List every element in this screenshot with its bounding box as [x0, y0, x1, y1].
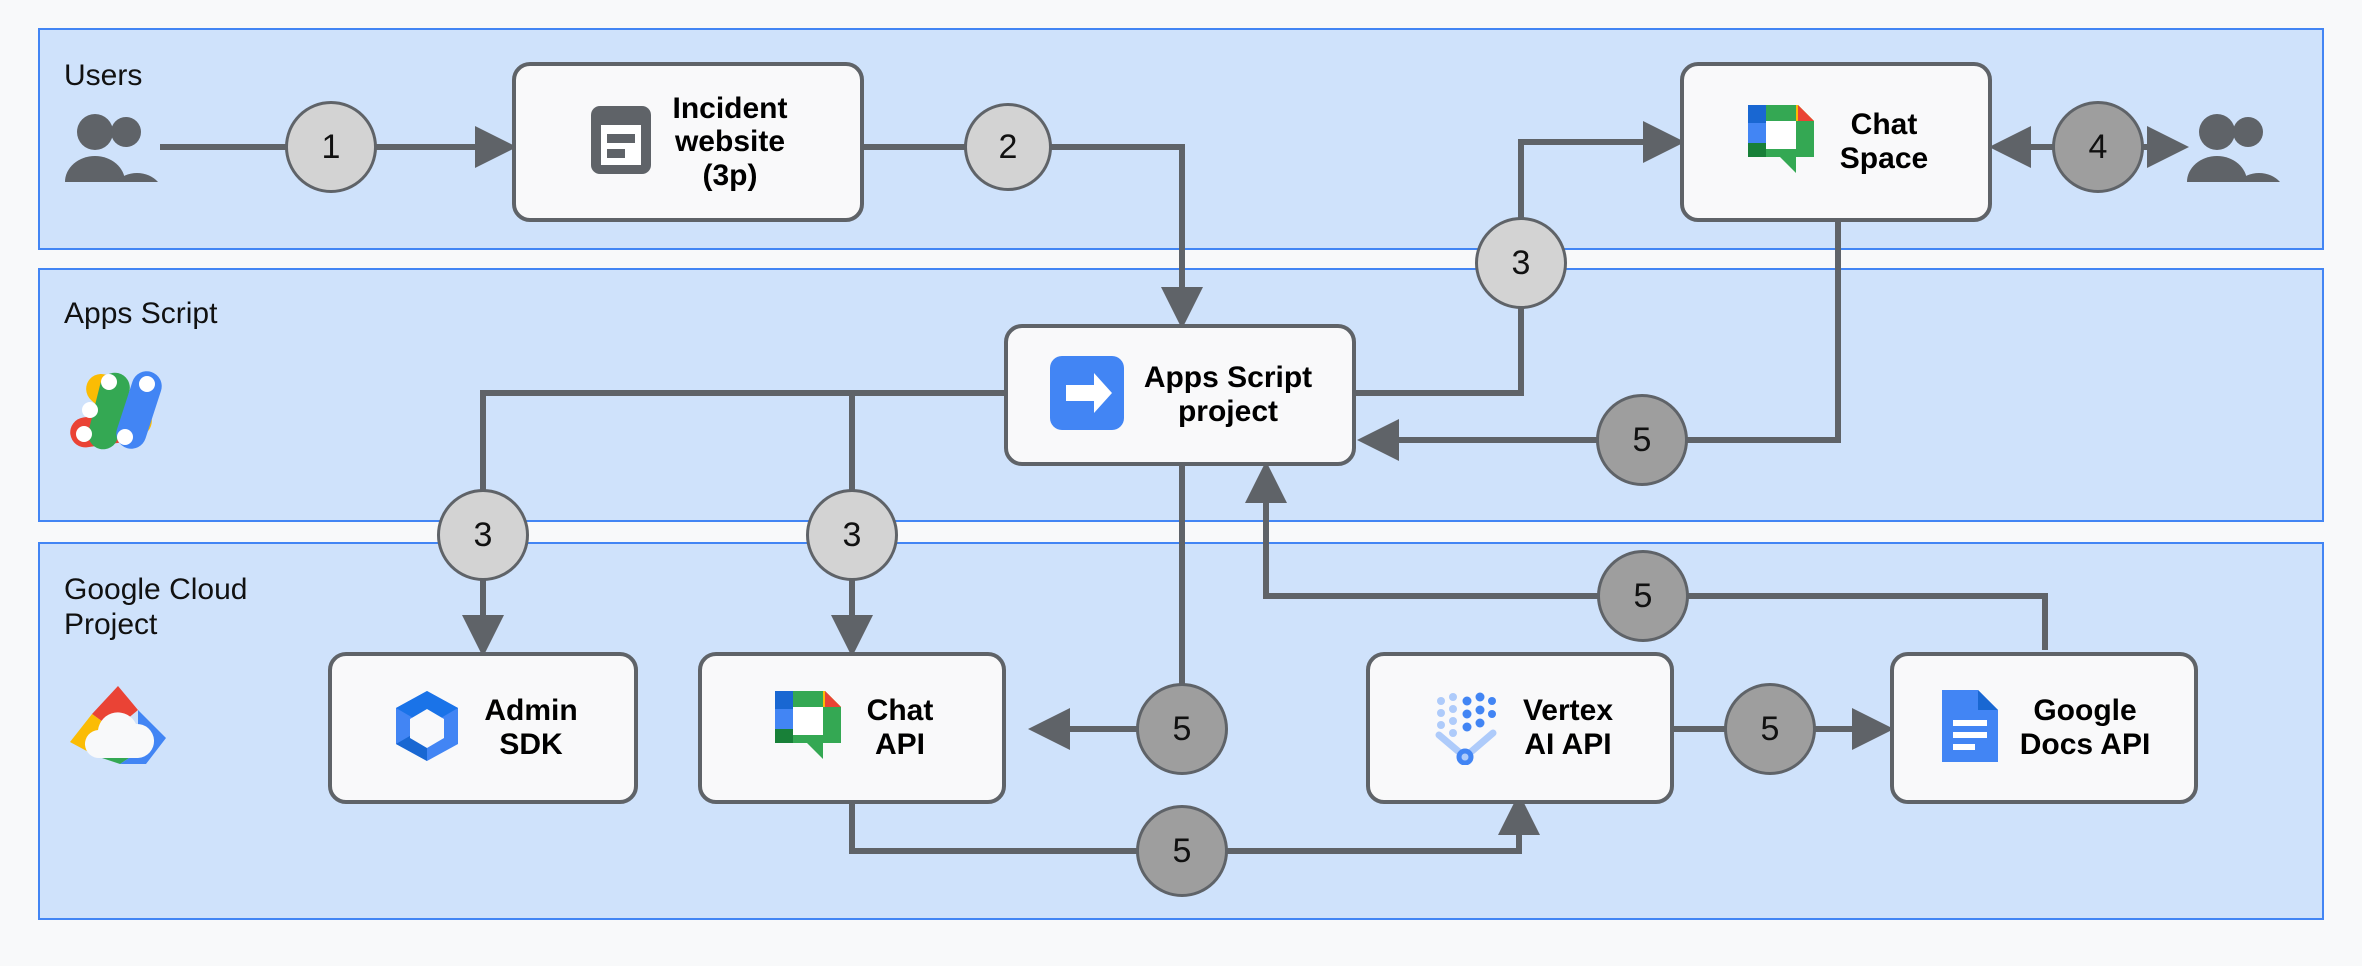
node-chat-api-label: Chat API	[866, 694, 934, 761]
node-admin-sdk-label: Admin SDK	[484, 694, 578, 761]
node-vertex-ai-api-label: Vertex AI API	[1522, 694, 1614, 761]
step-badge-5c[interactable]: 5	[1136, 805, 1228, 897]
web-page-icon	[588, 103, 654, 182]
step-badge-5a[interactable]: 5	[1596, 394, 1688, 486]
node-apps-script-project[interactable]: Apps Script project	[1004, 324, 1356, 466]
wire-step-3a	[462, 390, 1006, 657]
step-badge-5e[interactable]: 5	[1597, 550, 1689, 642]
node-chat-space-label: Chat Space	[1839, 108, 1929, 175]
step-badge-3c[interactable]: 3	[1475, 217, 1567, 309]
step-badge-1[interactable]: 1	[285, 101, 377, 193]
wire-step-5a	[1357, 210, 1841, 461]
apps-script-logo-icon	[62, 360, 174, 455]
users-right-people-icon	[2184, 112, 2280, 189]
zone-label-apps-script: Apps Script	[64, 297, 218, 330]
node-chat-api[interactable]: Chat API	[698, 652, 1006, 804]
node-incident-website[interactable]: Incident website (3p)	[512, 62, 864, 222]
step-badge-3b[interactable]: 3	[806, 489, 898, 581]
apps-script-arrow-icon	[1048, 354, 1126, 437]
node-chat-space[interactable]: Chat Space	[1680, 62, 1992, 222]
node-admin-sdk[interactable]: Admin SDK	[328, 652, 638, 804]
step-badge-4[interactable]: 4	[2052, 101, 2144, 193]
node-vertex-ai-api[interactable]: Vertex AI API	[1366, 652, 1674, 804]
node-google-docs-api-label: Google Docs API	[2019, 694, 2151, 761]
vertex-ai-icon	[1427, 687, 1505, 770]
google-docs-icon	[1938, 686, 2002, 771]
google-chat-icon	[771, 687, 849, 770]
node-incident-website-label: Incident website (3p)	[672, 91, 788, 192]
google-chat-icon	[1744, 101, 1822, 184]
zone-label-google-cloud: Google Cloud Project	[64, 573, 248, 642]
node-google-docs-api[interactable]: Google Docs API	[1890, 652, 2198, 804]
step-badge-5d[interactable]: 5	[1724, 683, 1816, 775]
step-badge-5b[interactable]: 5	[1136, 683, 1228, 775]
google-cloud-logo-icon	[62, 680, 174, 777]
step-badge-2[interactable]: 2	[964, 103, 1052, 191]
zone-label-users: Users	[64, 59, 143, 92]
admin-sdk-icon	[388, 687, 466, 770]
step-badge-3a[interactable]: 3	[437, 489, 529, 581]
node-apps-script-project-label: Apps Script project	[1143, 361, 1313, 428]
users-left-people-icon	[62, 112, 158, 189]
